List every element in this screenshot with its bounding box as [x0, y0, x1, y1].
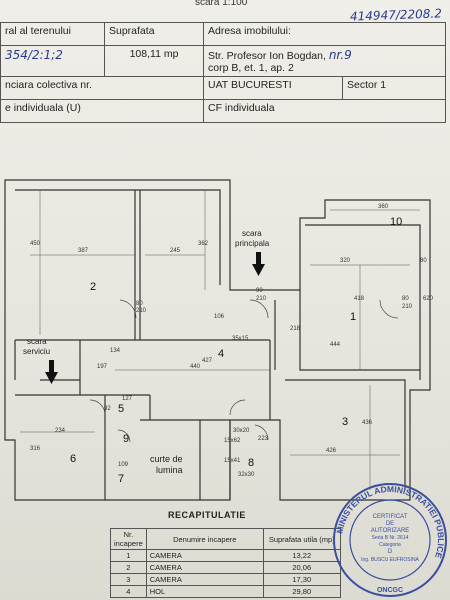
svg-text:D: D [388, 549, 393, 555]
room-4: 4 [218, 348, 224, 360]
svg-text:80: 80 [420, 258, 427, 264]
svg-text:Categoria: Categoria [379, 542, 401, 548]
address-label: Adresa imobilului: [203, 22, 446, 46]
svg-text:360: 360 [378, 204, 389, 210]
svg-text:234: 234 [55, 428, 66, 434]
svg-text:418: 418 [354, 296, 365, 302]
room-7: 7 [118, 473, 124, 485]
floor-plan: 1 2 3 4 5 6 7 8 9 10 scara principala sc… [4, 179, 434, 501]
svg-text:curte de: curte de [150, 454, 183, 464]
svg-text:32x30: 32x30 [238, 472, 255, 478]
recap-title: RECAPITULATIE [168, 510, 246, 520]
scale-label: scara 1:100 [195, 0, 248, 8]
svg-text:426: 426 [326, 448, 337, 454]
svg-text:444: 444 [330, 342, 341, 348]
svg-text:15x41: 15x41 [224, 458, 241, 464]
address-number: nr.9 [328, 48, 352, 62]
official-seal: MINISTERUL ADMINISTRATIEI PUBLICE CERTIF… [333, 483, 447, 597]
svg-text:35x15: 35x15 [232, 336, 249, 342]
svg-text:109: 109 [118, 462, 129, 468]
svg-text:320: 320 [340, 258, 351, 264]
svg-text:218: 218 [290, 326, 301, 332]
svg-text:245: 245 [170, 248, 181, 254]
svg-text:ONCGC: ONCGC [377, 587, 403, 594]
svg-text:Ing. BUSCU EUFROSINA: Ing. BUSCU EUFROSINA [361, 557, 419, 563]
individual-book-label: e individuala (U) [0, 99, 204, 123]
svg-text:210: 210 [136, 308, 147, 314]
recap-header-area: Suprafata utila (mp) [262, 528, 341, 550]
svg-text:210: 210 [256, 296, 267, 302]
svg-text:80: 80 [136, 301, 143, 307]
svg-text:620: 620 [423, 296, 434, 302]
room-6: 6 [70, 453, 76, 465]
svg-text:387: 387 [78, 248, 89, 254]
area-label: Suprafata [104, 22, 204, 46]
sector-value: Sector 1 [342, 76, 446, 100]
room-5: 5 [118, 403, 124, 415]
svg-text:15x62: 15x62 [224, 438, 241, 444]
cadastral-value: 354/2:1;2 [0, 45, 105, 77]
svg-text:92: 92 [104, 406, 111, 412]
uat-value: UAT BUCURESTI [203, 76, 343, 100]
recap-header-nr: Nr. incapere [110, 528, 147, 550]
svg-text:316: 316 [30, 446, 41, 452]
svg-text:scara: scara [27, 337, 47, 346]
room-2: 2 [90, 281, 96, 293]
svg-text:lumina: lumina [156, 465, 183, 475]
svg-text:210: 210 [402, 304, 413, 310]
svg-text:362: 362 [198, 241, 209, 247]
area-value: 108,11 mp [104, 45, 204, 77]
svg-text:427: 427 [202, 358, 213, 364]
cadastral-label: ral al terenului [0, 22, 105, 46]
room-3: 3 [342, 416, 348, 428]
svg-text:Seria B Nr. 2614: Seria B Nr. 2614 [372, 535, 409, 541]
room-1: 1 [350, 311, 356, 323]
header-table: ral al terenului Suprafata Adresa imobil… [0, 22, 446, 123]
recap-table: Nr. incapere Denumire incapere Suprafata… [110, 528, 341, 598]
cf-value: CF individuala [203, 99, 446, 123]
collective-book-label: nciara colectiva nr. [0, 76, 204, 100]
svg-text:106: 106 [214, 314, 225, 320]
room-9: 9 [123, 433, 129, 445]
svg-text:CERTIFICAT: CERTIFICAT [373, 514, 408, 520]
svg-text:DE: DE [386, 521, 394, 527]
svg-text:134: 134 [110, 348, 121, 354]
svg-text:AUTORIZARE: AUTORIZARE [371, 528, 410, 534]
svg-text:440: 440 [190, 364, 201, 370]
recap-header-name: Denumire incapere [145, 528, 264, 550]
svg-text:80: 80 [402, 296, 409, 302]
room-8: 8 [248, 457, 254, 469]
svg-text:principala: principala [235, 239, 270, 248]
svg-text:scara: scara [242, 229, 262, 238]
svg-text:serviciu: serviciu [23, 347, 50, 356]
svg-text:127: 127 [122, 396, 133, 402]
svg-text:90: 90 [256, 288, 263, 294]
room-10: 10 [390, 216, 402, 228]
svg-text:223: 223 [258, 436, 269, 442]
svg-text:197: 197 [97, 364, 108, 370]
address-value: Str. Profesor Ion Bogdan, nr.9 corp B, e… [203, 45, 446, 77]
svg-text:30x20: 30x20 [233, 428, 250, 434]
svg-text:436: 436 [362, 420, 373, 426]
svg-text:450: 450 [30, 241, 41, 247]
